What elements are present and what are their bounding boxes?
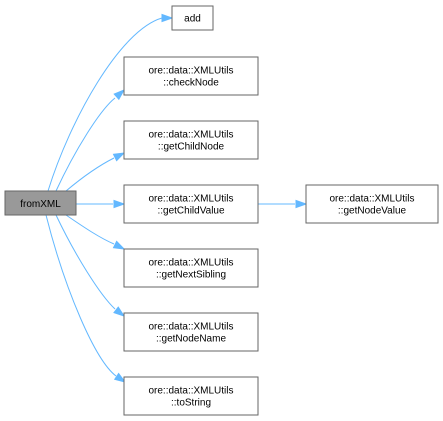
node-toString-label-line2: ::toString (171, 398, 211, 409)
node-add[interactable]: add (171, 5, 214, 31)
node-getChildValue-label-line2: ::getChildValue (157, 206, 225, 217)
node-getChildNode-label-line1: ore::data::XMLUtils (148, 130, 233, 141)
node-getNextSibling-label-line1: ore::data::XMLUtils (148, 258, 233, 269)
node-getNextSibling[interactable]: ore::data::XMLUtils::getNextSibling (123, 248, 259, 288)
edge-fromXML-to-checkNode (55, 88, 126, 192)
arrowhead (113, 372, 127, 383)
node-getChildValue-label-line1: ore::data::XMLUtils (148, 194, 233, 205)
node-getChildValue[interactable]: ore::data::XMLUtils::getChildValue (123, 184, 259, 224)
node-fromXML[interactable]: fromXML (4, 190, 77, 216)
node-toString-label-line1: ore::data::XMLUtils (148, 386, 233, 397)
edges (45, 13, 308, 383)
arrowhead (113, 199, 126, 209)
arrowhead (295, 199, 308, 209)
arrowhead (112, 240, 126, 250)
arrowhead (161, 13, 174, 23)
node-getNodeValue-label-line2: ::getNodeValue (338, 206, 407, 217)
node-getNodeName-label-line2: ::getNodeName (156, 334, 226, 345)
edge-fromXML-to-getChildValue (76, 199, 126, 209)
edge-fromXML-to-add (47, 13, 174, 192)
node-getNodeName[interactable]: ore::data::XMLUtils::getNodeName (123, 312, 259, 352)
edge-fromXML-to-toString (45, 214, 127, 383)
arrowhead (113, 306, 126, 317)
nodes: fromXML addore::data::XMLUtils::checkNod… (4, 5, 439, 416)
edge-fromXML-to-getNodeName (55, 214, 126, 317)
node-getNodeValue[interactable]: ore::data::XMLUtils::getNodeValue (305, 184, 439, 224)
node-getChildNode[interactable]: ore::data::XMLUtils::getChildNode (123, 120, 259, 160)
node-getNodeValue-label-line1: ore::data::XMLUtils (329, 194, 414, 205)
node-add-label-line1: add (184, 14, 201, 25)
node-getNodeName-label-line1: ore::data::XMLUtils (148, 322, 233, 333)
node-toString[interactable]: ore::data::XMLUtils::toString (123, 376, 259, 416)
node-checkNode-label-line2: ::checkNode (163, 78, 219, 89)
arrowhead (113, 88, 126, 101)
edge-fromXML-to-getChildNode (65, 152, 126, 192)
node-checkNode-label-line1: ore::data::XMLUtils (148, 66, 233, 77)
edge-getChildValue-to-getNodeValue (258, 199, 308, 209)
arrowhead (112, 152, 126, 162)
node-getChildNode-label-line2: ::getChildNode (158, 142, 225, 153)
node-checkNode[interactable]: ore::data::XMLUtils::checkNode (123, 56, 259, 96)
node-fromXML-label: fromXML (20, 199, 61, 210)
edge-fromXML-to-getNextSibling (65, 214, 126, 250)
node-getNextSibling-label-line2: ::getNextSibling (156, 270, 226, 281)
